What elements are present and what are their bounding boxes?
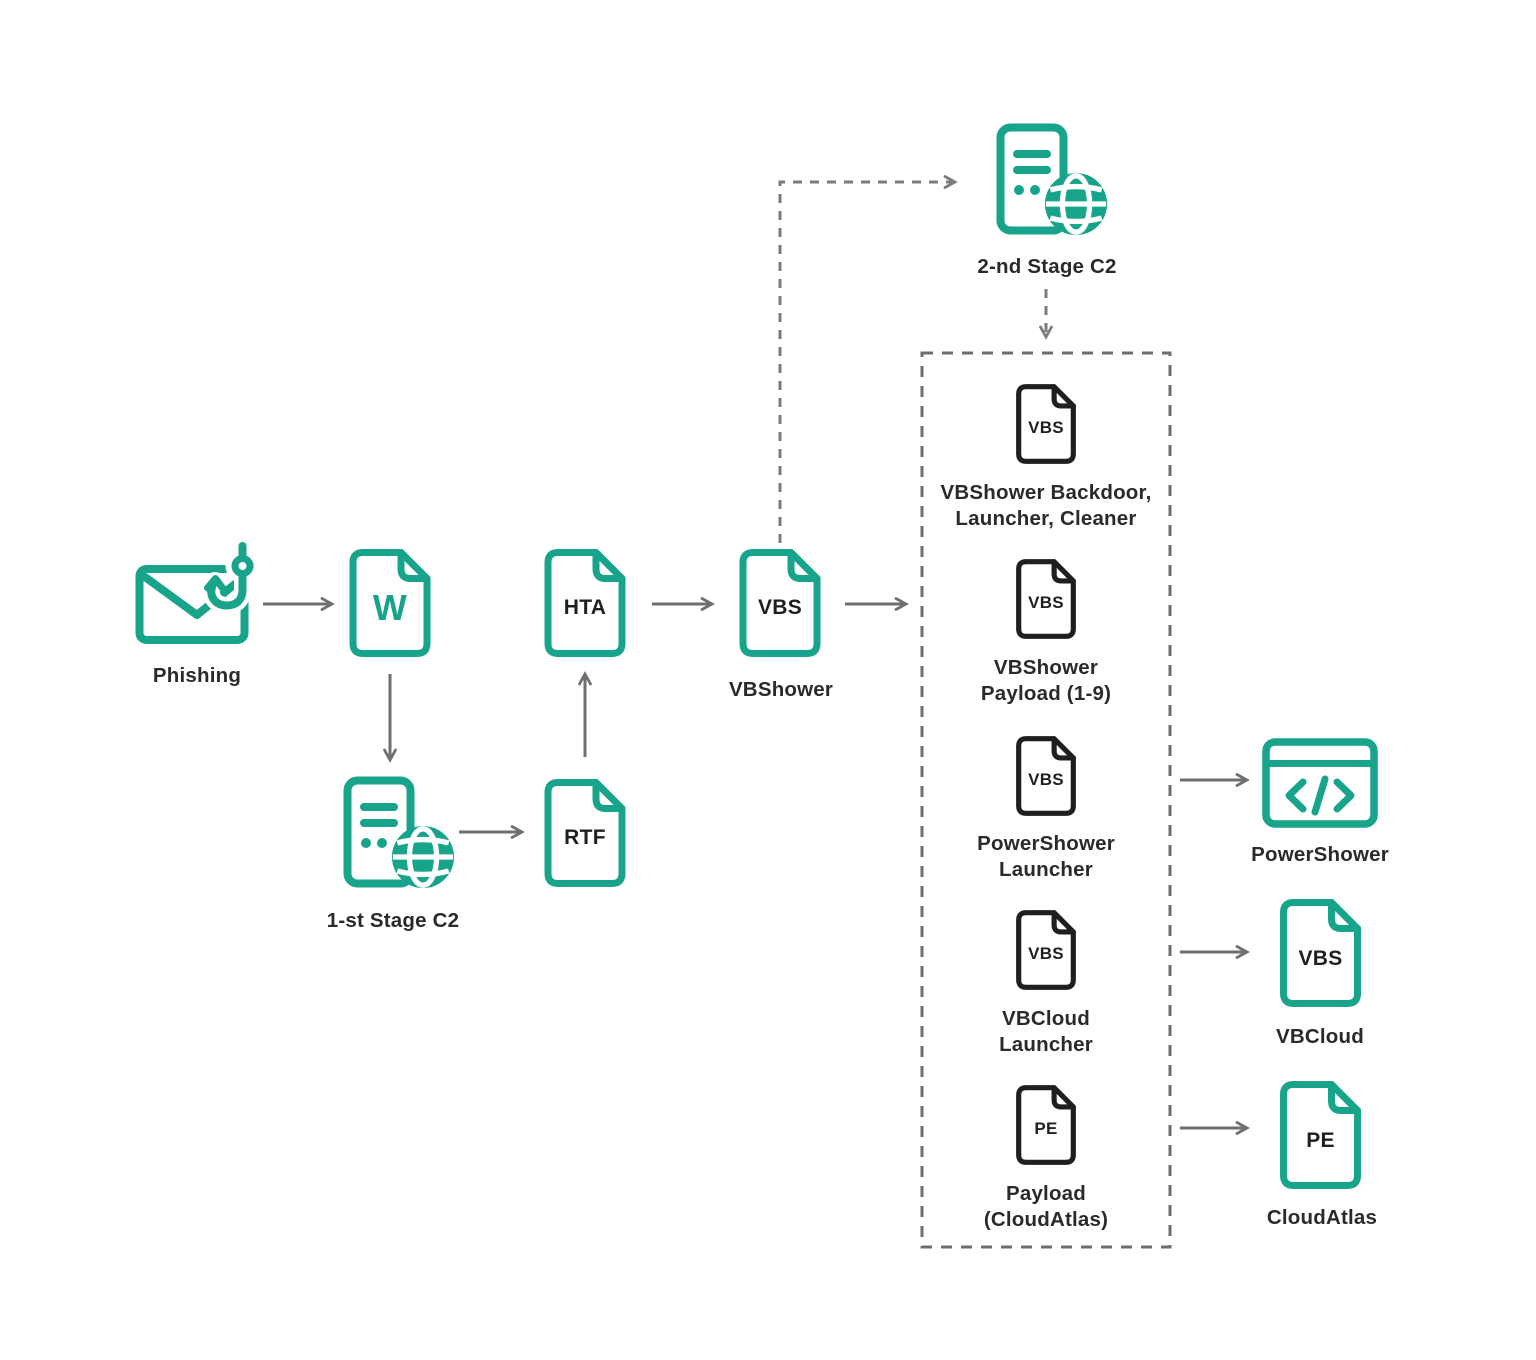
stage1-c2-label: 1-st Stage C2 — [326, 909, 460, 932]
vbcloud-label: VBCloud — [1276, 1025, 1364, 1048]
word-document-letter: W — [372, 587, 408, 629]
vbshower-payload-label: VBShower Payload (1-9) — [980, 656, 1112, 705]
vbshower-backdoor-label: VBShower Backdoor, Launcher, Cleaner — [940, 481, 1152, 530]
stage2-c2-server-icon — [996, 120, 1110, 240]
payload-cloudatlas-file-icon: PE — [1015, 1084, 1077, 1166]
vbcloud-launcher-file-icon: VBS — [1015, 909, 1077, 991]
dashed-arrow-vbshower-to-stage2-c2 — [778, 175, 958, 543]
payload-group-dashed-box — [920, 351, 1172, 1249]
powershower-code-window-icon — [1262, 738, 1378, 828]
cloudatlas-pe-file-icon: PE — [1278, 1080, 1363, 1190]
vbcloud-file-letter: VBS — [1298, 946, 1343, 970]
vbshower-file-icon: VBS — [738, 548, 822, 658]
hta-file-letter: HTA — [563, 596, 607, 620]
hta-file-icon: HTA — [543, 548, 627, 658]
vbcloud-file-icon: VBS — [1278, 898, 1363, 1008]
powershower-label: PowerShower — [1251, 843, 1389, 866]
vbshower-label: VBShower — [728, 678, 834, 701]
rtf-file-icon: RTF — [543, 778, 627, 888]
vbshower-backdoor-file-icon: VBS — [1015, 383, 1077, 465]
vbcloud-launcher-label: VBCloud Launcher — [999, 1007, 1093, 1056]
powershower-launcher-file-icon: VBS — [1015, 735, 1077, 817]
cloudatlas-label: CloudAtlas — [1266, 1206, 1378, 1229]
vbshower-file-letter: VBS — [757, 596, 803, 620]
cloudatlas-pe-letter: PE — [1306, 1128, 1335, 1152]
vbshower-payload-file-icon: VBS — [1015, 558, 1077, 640]
powershower-launcher-label: PowerShower Launcher — [977, 832, 1115, 881]
rtf-file-letter: RTF — [564, 826, 606, 850]
payload-cloudatlas-label: Payload (CloudAtlas) — [983, 1182, 1109, 1231]
vbshower-payload-badge: VBS — [1028, 593, 1064, 613]
phishing-email-icon — [135, 538, 261, 648]
word-document-icon: W — [348, 548, 432, 658]
payload-cloudatlas-badge: PE — [1034, 1119, 1058, 1139]
phishing-label: Phishing — [152, 664, 242, 687]
powershower-launcher-badge: VBS — [1028, 770, 1064, 790]
vbcloud-launcher-badge: VBS — [1028, 944, 1064, 964]
stage2-c2-label: 2-nd Stage C2 — [977, 255, 1117, 278]
vbshower-backdoor-badge: VBS — [1028, 418, 1064, 438]
stage1-c2-server-icon — [343, 773, 457, 893]
